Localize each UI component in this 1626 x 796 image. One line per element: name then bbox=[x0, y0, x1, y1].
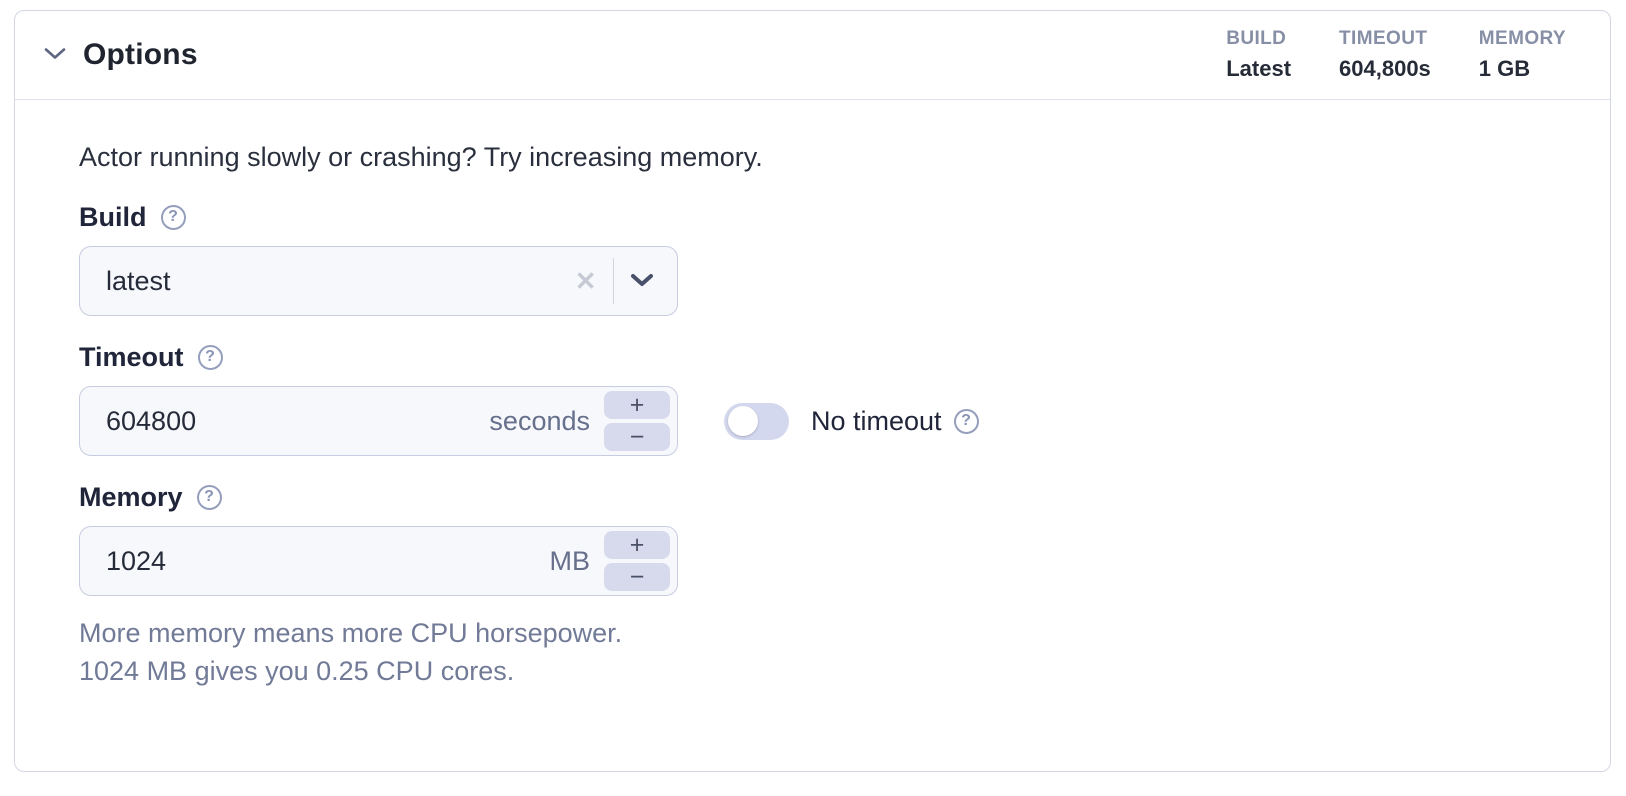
build-clear-button[interactable]: ✕ bbox=[559, 268, 613, 294]
memory-stat-value: 1 GB bbox=[1478, 56, 1531, 81]
options-header-left: Options bbox=[39, 38, 198, 72]
memory-stat: MEMORY 1 GB bbox=[1479, 28, 1566, 82]
timeout-help-icon[interactable]: ? bbox=[197, 344, 223, 370]
memory-stepper: + − bbox=[604, 531, 670, 591]
memory-input[interactable] bbox=[106, 545, 542, 577]
panel-title: Options bbox=[83, 38, 198, 71]
memory-field-label: Memory bbox=[79, 482, 183, 512]
timeout-field-row: seconds + − No timeout ? bbox=[79, 386, 1546, 456]
build-stat-value: Latest bbox=[1226, 56, 1292, 81]
options-panel: Options BUILD Latest TIMEOUT 604,800s ME… bbox=[14, 10, 1611, 772]
timeout-label-row: Timeout ? bbox=[79, 340, 1546, 374]
timeout-field-label: Timeout bbox=[79, 342, 184, 372]
build-field-label: Build bbox=[79, 202, 147, 232]
collapse-options-button[interactable] bbox=[39, 39, 71, 71]
timeout-input[interactable] bbox=[106, 405, 482, 437]
timeout-stat-label: TIMEOUT bbox=[1339, 28, 1428, 49]
options-panel-header: Options BUILD Latest TIMEOUT 604,800s ME… bbox=[15, 11, 1610, 100]
timeout-decrement-button[interactable]: − bbox=[604, 423, 670, 451]
toggle-knob bbox=[728, 406, 758, 436]
plus-icon: + bbox=[629, 390, 645, 419]
memory-increment-button[interactable]: + bbox=[604, 531, 670, 559]
memory-label-row: Memory ? bbox=[79, 480, 1546, 514]
no-timeout-group: No timeout ? bbox=[724, 402, 979, 440]
timeout-stat: TIMEOUT 604,800s bbox=[1339, 28, 1431, 82]
timeout-stepper: + − bbox=[604, 391, 670, 451]
memory-help-icon[interactable]: ? bbox=[196, 484, 222, 510]
minus-icon: − bbox=[629, 422, 645, 451]
memory-helper-text: More memory means more CPU horsepower. 1… bbox=[79, 614, 1546, 690]
options-summary-stats: BUILD Latest TIMEOUT 604,800s MEMORY 1 G… bbox=[1226, 28, 1566, 82]
build-help-icon[interactable]: ? bbox=[160, 204, 186, 230]
build-stat: BUILD Latest bbox=[1226, 28, 1291, 82]
timeout-unit-suffix: seconds bbox=[489, 405, 590, 436]
build-dropdown-button[interactable] bbox=[614, 273, 670, 290]
timeout-input-shell: seconds + − bbox=[79, 386, 678, 456]
timeout-stat-value: 604,800s bbox=[1339, 56, 1431, 81]
timeout-increment-button[interactable]: + bbox=[604, 391, 670, 419]
memory-decrement-button[interactable]: − bbox=[604, 563, 670, 591]
build-select-value: latest bbox=[106, 265, 171, 296]
memory-stat-label: MEMORY bbox=[1478, 28, 1566, 49]
no-timeout-help-icon[interactable]: ? bbox=[953, 408, 979, 434]
memory-helper-line-1: More memory means more CPU horsepower. bbox=[79, 618, 623, 648]
no-timeout-toggle[interactable] bbox=[724, 402, 789, 440]
memory-unit-suffix: MB bbox=[549, 545, 591, 576]
plus-icon: + bbox=[629, 530, 645, 559]
close-icon: ✕ bbox=[574, 266, 597, 296]
minus-icon: − bbox=[629, 562, 645, 591]
options-panel-body: Actor running slowly or crashing? Try in… bbox=[15, 100, 1610, 690]
memory-input-shell: MB + − bbox=[79, 526, 678, 596]
build-stat-label: BUILD bbox=[1226, 28, 1287, 49]
chevron-down-icon bbox=[44, 47, 66, 63]
build-select[interactable]: latest ✕ bbox=[79, 246, 678, 316]
build-select-divider bbox=[612, 258, 614, 304]
build-label-row: Build ? bbox=[79, 200, 1546, 234]
no-timeout-label: No timeout bbox=[811, 405, 942, 436]
chevron-down-icon bbox=[630, 273, 654, 290]
memory-helper-line-2: 1024 MB gives you 0.25 CPU cores. bbox=[79, 656, 515, 686]
memory-hint-text: Actor running slowly or crashing? Try in… bbox=[79, 142, 763, 172]
